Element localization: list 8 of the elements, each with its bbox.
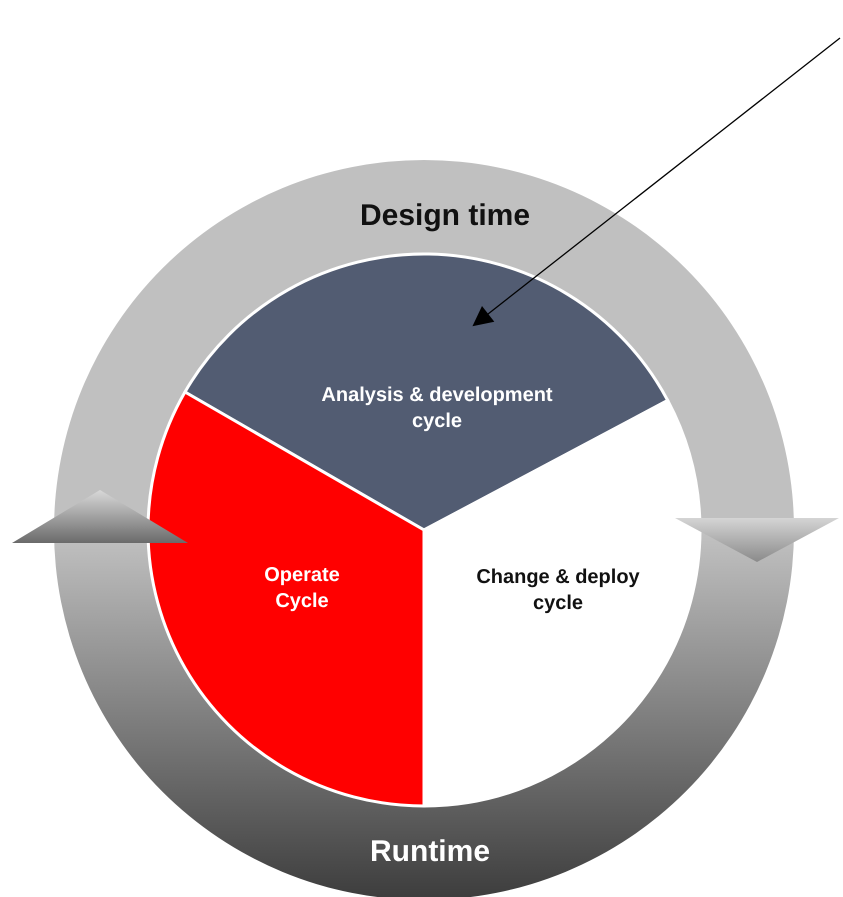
slice-label: Operate Cycle bbox=[263, 563, 341, 614]
slice-label: Change & deploy cycle bbox=[475, 565, 641, 616]
slice-label: Analysis & development cycle bbox=[320, 383, 554, 434]
direction-arrow bbox=[12, 490, 188, 544]
band-label: Design time bbox=[358, 198, 532, 234]
direction-arrow bbox=[675, 518, 839, 562]
band-label: Runtime bbox=[369, 834, 491, 870]
arrow bbox=[472, 37, 840, 326]
